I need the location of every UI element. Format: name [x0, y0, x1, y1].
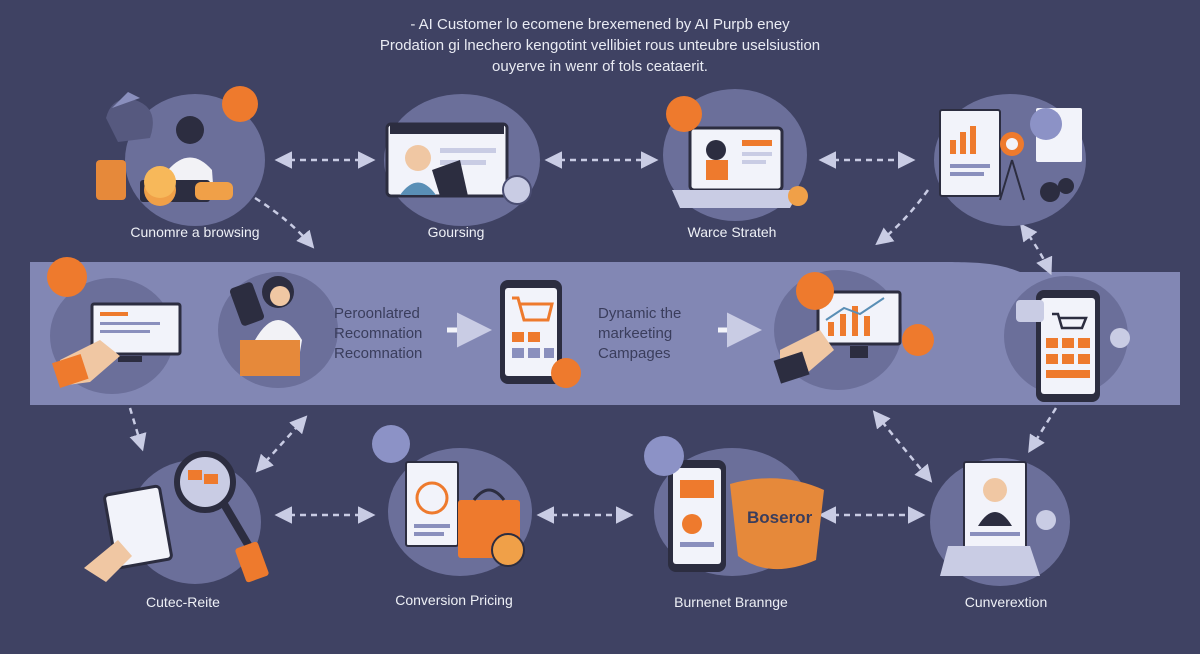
node-label-customer-browsing: Cunomre a browsing	[130, 224, 260, 240]
chat-bubble-badge-icon	[372, 425, 410, 463]
chat-badge-icon	[222, 86, 258, 122]
profile-laptop-icon	[930, 458, 1070, 586]
band-text-2-line-1: Dynamic the	[598, 305, 682, 322]
monitor-person-icon	[384, 94, 540, 226]
document-bag-icon	[388, 448, 532, 576]
arrow-node4-right	[1019, 223, 1053, 276]
node-label-goursing: Goursing	[427, 224, 485, 240]
arrow-node1-band	[254, 196, 315, 249]
band-text-1-line-3: Recomnation	[334, 345, 423, 362]
band-text-2-line-2: markeeting	[598, 325, 673, 342]
arrow-right-node8	[1028, 407, 1058, 453]
band-text-2-line-3: Campages	[598, 345, 671, 362]
magnifier-tablet-icon	[84, 451, 269, 584]
arrow-band-node5	[128, 407, 147, 452]
band-text-dynamic: Dynamic the markeeting Campages	[598, 304, 681, 364]
search-badge-icon	[47, 257, 87, 297]
node-label-conversion-pricing: Conversion Pricing	[395, 592, 513, 608]
orange-circle-icon	[666, 96, 702, 132]
analytics-dashboard-icon	[934, 94, 1086, 226]
node-label-warce-strateh: Warce Strateh	[687, 224, 777, 240]
header-line-2: Prodation gi lnechero kengotint vellibie…	[379, 37, 821, 54]
shopper-boxes-icon	[218, 272, 338, 388]
band-text-1-line-2: Recomnation	[334, 325, 423, 342]
customer-service-icon	[96, 92, 265, 226]
header-line-1: - AI Customer lo ecomene brexemened by A…	[410, 16, 790, 33]
monitor-hand-icon	[50, 278, 182, 394]
check-badge-icon	[644, 436, 684, 476]
band-text-1-line-1: Peroonlatred	[334, 305, 420, 322]
shopping-phone-icon	[500, 280, 581, 388]
node-label-cutec-reite: Cutec-Reite	[146, 594, 220, 610]
home-badge-icon	[796, 272, 834, 310]
mobile-shop-icon	[1004, 276, 1130, 402]
phone-checkmark-icon	[654, 448, 824, 576]
robot-badge-icon	[1030, 108, 1062, 140]
band-text-personalized: Peroonlatred Recomnation Recomnation	[334, 304, 422, 364]
arrow-node4-band	[875, 189, 930, 246]
arrow-node5-band	[255, 415, 308, 473]
arrow-band-node8	[872, 410, 933, 483]
node-label-cunverextion: Cunverextion	[964, 594, 1048, 610]
node-label-burnenet-brannge: Burnenet Brannge	[674, 594, 788, 610]
bosero-badge-text: Boseror	[747, 508, 813, 527]
diagram-header: - AI Customer lo ecomene brexemened by A…	[0, 14, 1200, 77]
header-line-3: ouyerve in wenr of tols ceataerit.	[492, 58, 708, 75]
